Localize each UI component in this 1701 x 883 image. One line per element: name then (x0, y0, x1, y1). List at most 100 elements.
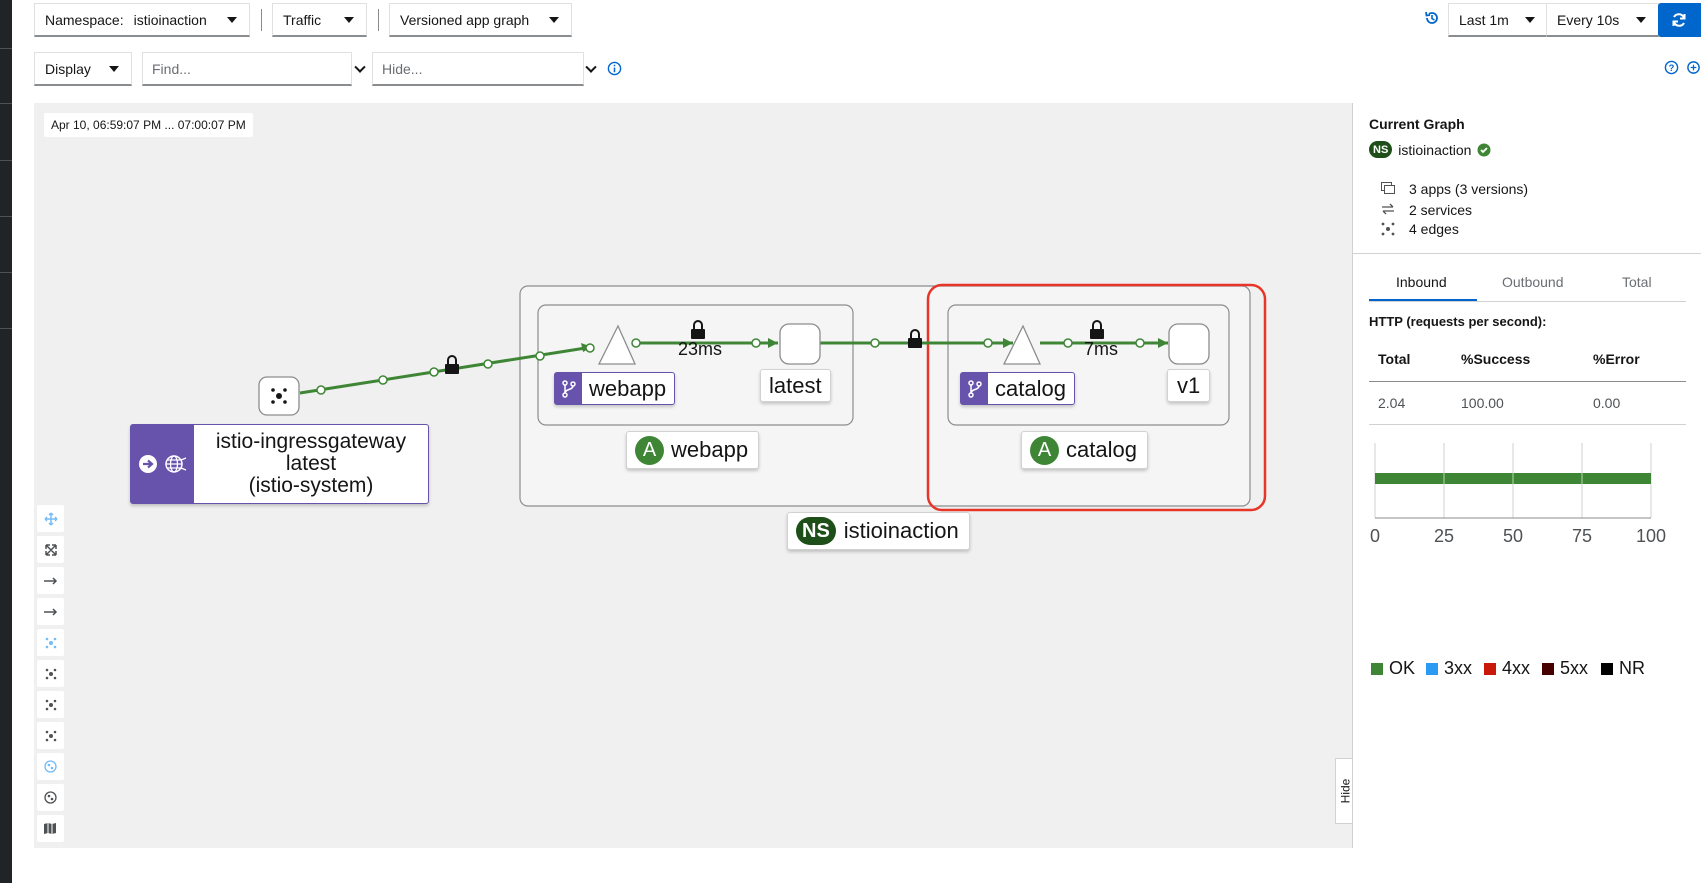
layout-3-button[interactable] (37, 660, 64, 687)
find-input[interactable]: Find... (142, 52, 352, 86)
graph-type-label: Versioned app graph (400, 11, 530, 28)
webapp-app-name: webapp (671, 437, 749, 462)
mtls-lock-icon (445, 355, 459, 374)
legend-button[interactable] (37, 815, 64, 842)
catalog-app-name: catalog (1066, 437, 1137, 462)
sidebar-divider (0, 272, 12, 273)
root-node-icon (271, 388, 287, 404)
gateway-label[interactable]: istio-ingressgateway latest (istio-syste… (130, 424, 429, 504)
gateway-version: latest (285, 452, 337, 475)
chart-tick-label: 0 (1370, 526, 1381, 546)
legend-item-4xx: 4xx (1484, 658, 1530, 679)
traffic-dropdown[interactable]: Traffic (272, 3, 367, 37)
time-range-dropdown[interactable]: Last 1m (1448, 3, 1548, 37)
app-badge: A (635, 435, 664, 465)
active-tab-indicator (1369, 299, 1477, 302)
catalog-version-label[interactable]: v1 (1167, 369, 1211, 402)
panel-namespace: NS istioinaction (1369, 141, 1491, 158)
fit-button[interactable] (37, 536, 64, 563)
catalog-v1-node[interactable] (1168, 323, 1210, 365)
traffic-dot (631, 338, 641, 348)
layout-4-button[interactable] (37, 691, 64, 718)
graph-timestamp: Apr 10, 06:59:07 PM ... 07:00:07 PM (44, 113, 253, 137)
panel-title: Current Graph (1369, 116, 1465, 132)
tour-icon[interactable] (1686, 60, 1701, 75)
caret-down-icon (109, 66, 119, 72)
sidebar-divider (0, 103, 12, 104)
virtual-service-icon (967, 379, 982, 398)
namespace-label[interactable]: NS istioinaction (787, 512, 970, 550)
namespace-name: istioinaction (843, 518, 959, 543)
apps-icon (1381, 182, 1395, 194)
webapp-version-name: latest (769, 372, 822, 398)
move-icon (44, 512, 57, 525)
caret-down-icon (227, 17, 237, 23)
tab-inbound[interactable]: Inbound (1396, 274, 1447, 290)
webapp-app-label[interactable]: A webapp (626, 431, 760, 469)
layout-1-button[interactable] (37, 598, 64, 625)
layout-5-button[interactable] (37, 722, 64, 749)
traffic-dot (483, 359, 493, 369)
edge-arrowhead (768, 338, 778, 348)
catalog-service-node[interactable] (1002, 324, 1042, 365)
sidebar-divider (0, 160, 12, 161)
hide-input[interactable]: Hide... (372, 52, 584, 86)
caret-down-icon (1525, 17, 1535, 23)
namespace-layout-button[interactable] (37, 753, 64, 780)
hide-label: Hide (1338, 778, 1352, 804)
namespace-dropdown[interactable]: Namespace: istioinaction (34, 3, 250, 37)
webapp-latest-node[interactable] (779, 323, 821, 365)
toolbar-divider (261, 9, 262, 31)
help-icon[interactable]: ? (1664, 60, 1679, 75)
legend-item-nr: NR (1601, 658, 1645, 679)
traffic-dot (585, 343, 595, 353)
traffic-dot (1135, 338, 1145, 348)
history-icon[interactable] (1424, 10, 1440, 26)
app-badge: A (1030, 435, 1059, 465)
ingress-arrow-icon (139, 455, 157, 473)
summary-panel: Current Graph NS istioinaction 3 apps (3… (1352, 103, 1701, 848)
traffic-dot (429, 367, 439, 377)
cluster-icon (44, 760, 57, 773)
legend-swatch (1371, 662, 1383, 675)
toolbar-divider (378, 9, 379, 31)
virtual-service-icon (561, 379, 576, 398)
catalog-service-label[interactable]: catalog (960, 372, 1075, 405)
cluster-layout-button[interactable] (37, 784, 64, 811)
refresh-interval-dropdown[interactable]: Every 10s (1546, 3, 1659, 37)
services-icon (1382, 203, 1394, 215)
catalog-app-box[interactable] (947, 304, 1230, 426)
legend-swatch (1426, 662, 1438, 675)
catalog-app-label[interactable]: A catalog (1021, 431, 1148, 469)
graph-toolbar (37, 505, 64, 846)
namespace-label: Namespace: (45, 11, 124, 28)
panel-namespace-name[interactable]: istioinaction (1398, 141, 1472, 158)
layout-2-button[interactable] (37, 629, 64, 656)
tab-outbound[interactable]: Outbound (1502, 274, 1564, 290)
topology-icon (45, 668, 56, 679)
edge-latency-label: 7ms (1084, 339, 1119, 359)
edges-icon (1381, 222, 1395, 236)
zoom-in-button[interactable] (37, 505, 64, 532)
layout-default-button[interactable] (37, 567, 64, 594)
info-icon[interactable] (607, 61, 622, 76)
hide-placeholder: Hide... (382, 60, 423, 77)
display-label: Display (45, 60, 91, 77)
display-dropdown[interactable]: Display (34, 52, 132, 86)
http-title: HTTP (requests per second): (1369, 314, 1547, 329)
webapp-service-node[interactable] (597, 324, 637, 365)
legend-swatch (1542, 662, 1554, 675)
webapp-service-name: webapp (589, 375, 667, 401)
caret-down-icon (1636, 17, 1646, 23)
refresh-button[interactable] (1658, 3, 1701, 37)
webapp-service-label[interactable]: webapp (554, 372, 676, 405)
tab-total[interactable]: Total (1622, 274, 1652, 290)
mtls-lock-icon (1090, 320, 1104, 339)
topology-icon (45, 730, 56, 741)
apps-count: 3 apps (3 versions) (1409, 181, 1529, 197)
webapp-version-label[interactable]: latest (760, 369, 831, 402)
graph-type-dropdown[interactable]: Versioned app graph (389, 3, 572, 37)
catalog-service-name: catalog (995, 375, 1066, 401)
caret-down-icon (344, 17, 354, 23)
legend-swatch (1601, 662, 1613, 675)
